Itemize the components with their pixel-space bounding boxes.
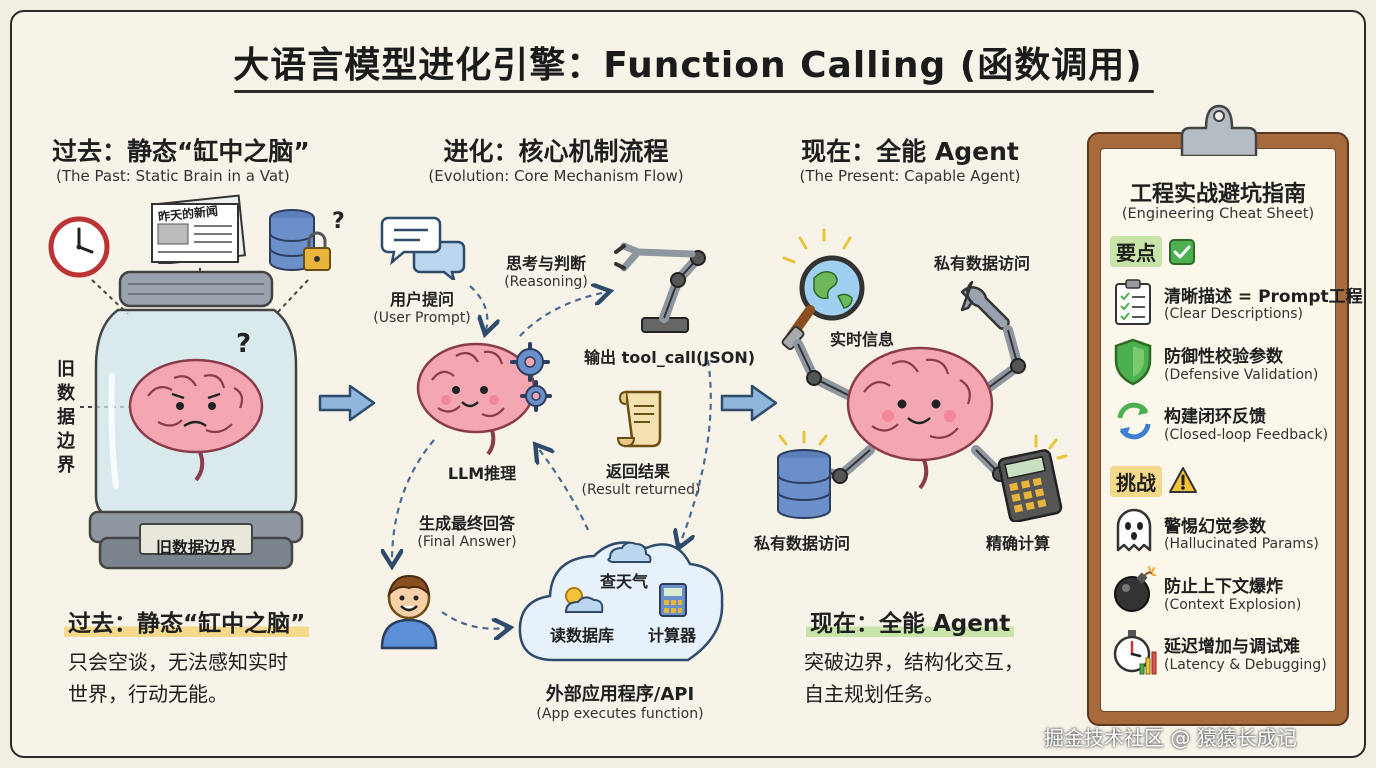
- realtime-info-label: 实时信息: [830, 330, 895, 349]
- newspaper-icon: [151, 194, 246, 264]
- ghost-icon: [1116, 508, 1152, 552]
- point-2-title: 防御性校验参数: [1164, 347, 1283, 367]
- challenge-3-title: 延迟增加与调试难: [1164, 637, 1300, 657]
- watermark: 掘金技术社区 @ 猿猿长成记: [1044, 726, 1297, 750]
- present-bottom-heading: 现在：全能 Agent: [806, 604, 1015, 638]
- chat-bubbles-icon: [380, 216, 466, 280]
- arrow-right-icon: [318, 384, 376, 422]
- app-sublabel: (App executes function): [536, 706, 704, 722]
- reasoning-sublabel: (Reasoning): [504, 274, 588, 290]
- scroll-icon: [616, 390, 662, 448]
- past-subheading: (The Past: Static Brain in a Vat): [56, 167, 290, 185]
- challenges-tag: 挑战: [1110, 466, 1162, 497]
- checkmark-icon: [1169, 239, 1195, 265]
- challenge-1-title: 警惕幻觉参数: [1164, 517, 1266, 537]
- cloud-calculator-label: 计算器: [647, 626, 696, 645]
- past-side-label: 旧数据边界: [57, 359, 75, 476]
- point-1-sub: (Clear Descriptions): [1164, 306, 1304, 322]
- robot-arm-icon: [614, 242, 706, 333]
- warning-icon: [1169, 467, 1197, 493]
- past-desc-line-1: 只会空谈，无法感知实时: [68, 650, 288, 674]
- reasoning-label: 思考与判断: [505, 254, 586, 273]
- result-sublabel: (Result returned): [581, 482, 701, 498]
- past-heading: 过去：静态“缸中之脑”: [52, 137, 310, 166]
- page-title: 大语言模型进化引擎：Function Calling (函数调用): [233, 45, 1143, 86]
- evolution-heading: 进化：核心机制流程: [443, 137, 669, 166]
- present-bottom-heading-text: 现在：全能 Agent: [806, 611, 1015, 637]
- past-bottom-heading-text: 过去：静态“缸中之脑”: [64, 611, 310, 637]
- point-2-sub: (Defensive Validation): [1164, 367, 1319, 383]
- user-prompt-label: 用户提问: [389, 290, 454, 309]
- cheat-title: 工程实战避坑指南: [1129, 182, 1306, 207]
- loop-arrows-icon: [1117, 402, 1151, 440]
- jar-label: 旧数据边界: [155, 538, 236, 557]
- svg-text:?: ?: [236, 329, 251, 359]
- private-data-bottom-label: 私有数据访问: [754, 534, 851, 553]
- present-subheading: (The Present: Capable Agent): [799, 167, 1021, 185]
- present-heading: 现在：全能 Agent: [801, 137, 1019, 166]
- shield-icon: [1114, 338, 1152, 386]
- point-1-title: 清晰描述 = Prompt工程: [1164, 287, 1363, 307]
- evolution-subheading: (Evolution: Core Mechanism Flow): [428, 167, 684, 185]
- result-label: 返回结果: [605, 462, 670, 481]
- user-prompt-sublabel: (User Prompt): [373, 310, 471, 326]
- llm-label: LLM推理: [447, 464, 517, 483]
- magnifier-globe-icon: [781, 228, 865, 351]
- challenge-3-sub: (Latency & Debugging): [1164, 657, 1327, 673]
- title-underline: [234, 90, 1154, 93]
- locked-database-icon: ?: [269, 209, 345, 271]
- challenge-1-sub: (Hallucinated Params): [1164, 536, 1319, 552]
- user-avatar-icon: [380, 574, 438, 650]
- final-answer-sublabel: (Final Answer): [417, 534, 517, 550]
- brain-jar-illustration: ?: [88, 270, 304, 570]
- points-tag: 要点: [1110, 236, 1162, 267]
- clipboard-clip-icon: [1180, 104, 1258, 156]
- clipboard-paper: [1100, 148, 1336, 712]
- present-desc-line-1: 突破边界，结构化交互，: [804, 650, 1024, 674]
- point-3-title: 构建闭环反馈: [1164, 407, 1266, 427]
- stopwatch-chart-icon: [1113, 630, 1157, 675]
- wrench-icon: [960, 280, 1010, 330]
- llm-brain-icon: [416, 342, 552, 456]
- cloud-database-label: 读数据库: [549, 626, 614, 645]
- clock-icon: [48, 216, 110, 278]
- present-desc-line-2: 自主规划任务。: [804, 682, 944, 706]
- flow-arrows: [370, 240, 712, 640]
- past-desc-line-2: 世界，行动无能。: [68, 682, 228, 706]
- calculator-icon: [997, 434, 1068, 522]
- challenge-2-title: 防止上下文爆炸: [1164, 577, 1283, 597]
- app-label: 外部应用程序/API: [545, 684, 695, 705]
- external-api-cloud: [518, 541, 724, 662]
- arrow-right-icon: [720, 384, 778, 422]
- past-bottom-heading: 过去：静态“缸中之脑”: [64, 604, 310, 638]
- point-3-sub: (Closed-loop Feedback): [1164, 427, 1329, 443]
- checklist-icon: [1115, 279, 1151, 325]
- challenge-2-sub: (Context Explosion): [1164, 597, 1302, 613]
- svg-text:?: ?: [332, 209, 345, 234]
- precise-calc-label: 精确计算: [986, 534, 1051, 553]
- private-data-top-label: 私有数据访问: [934, 254, 1031, 273]
- cheat-subtitle: (Engineering Cheat Sheet): [1121, 206, 1315, 222]
- final-answer-label: 生成最终回答: [418, 514, 515, 533]
- cloud-weather-label: 查天气: [599, 572, 648, 591]
- database-icon: [777, 430, 831, 519]
- bomb-icon: [1114, 566, 1156, 612]
- tool-call-label: 输出 tool_call(JSON): [584, 348, 756, 367]
